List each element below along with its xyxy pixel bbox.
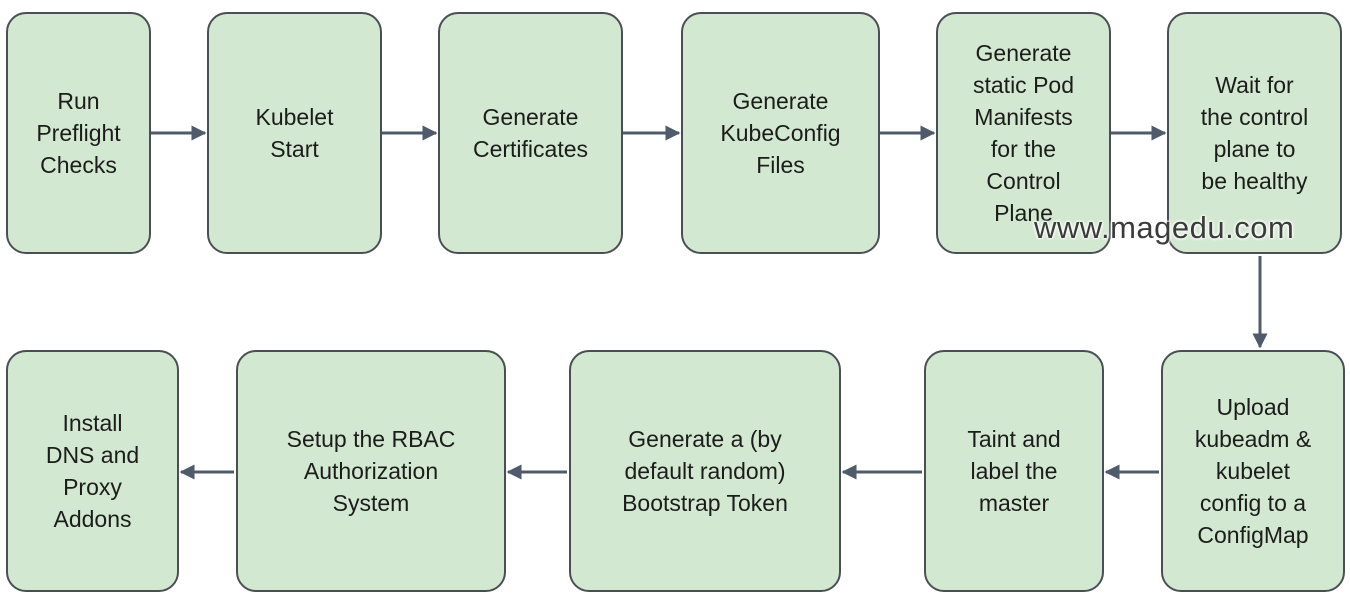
step-label: Upload kubeadm & kubelet config to a Con… (1194, 394, 1312, 548)
step-setup-rbac: Setup the RBAC Authorization System (236, 350, 506, 592)
step-wait-control-plane-healthy: Wait for the control plane to be healthy (1167, 12, 1342, 254)
step-kubelet-start: Kubelet Start (207, 12, 382, 254)
step-label: Setup the RBAC Authorization System (286, 426, 456, 516)
step-label: Generate static Pod Manifests for the Co… (973, 40, 1074, 226)
step-upload-config-configmap: Upload kubeadm & kubelet config to a Con… (1161, 350, 1345, 592)
step-label: Taint and label the master (967, 426, 1061, 516)
step-generate-bootstrap-token: Generate a (by default random) Bootstrap… (569, 350, 841, 592)
step-generate-static-pod-manifests: Generate static Pod Manifests for the Co… (936, 12, 1111, 254)
step-generate-kubeconfig-files: Generate KubeConfig Files (681, 12, 880, 254)
step-label: Generate Certificates (472, 104, 589, 162)
step-label: Generate a (by default random) Bootstrap… (622, 426, 788, 516)
step-generate-certificates: Generate Certificates (438, 12, 623, 254)
step-label: Install DNS and Proxy Addons (45, 410, 140, 532)
step-label: Generate KubeConfig Files (720, 88, 841, 178)
step-install-addons: Install DNS and Proxy Addons (6, 350, 179, 592)
step-label: Wait for the control plane to be healthy (1200, 72, 1309, 194)
step-taint-label-master: Taint and label the master (924, 350, 1104, 592)
step-run-preflight-checks: Run Preflight Checks (6, 12, 151, 254)
step-label: Run Preflight Checks (36, 88, 121, 178)
watermark-text: www.magedu.com (1034, 210, 1295, 245)
step-label: Kubelet Start (255, 104, 334, 162)
